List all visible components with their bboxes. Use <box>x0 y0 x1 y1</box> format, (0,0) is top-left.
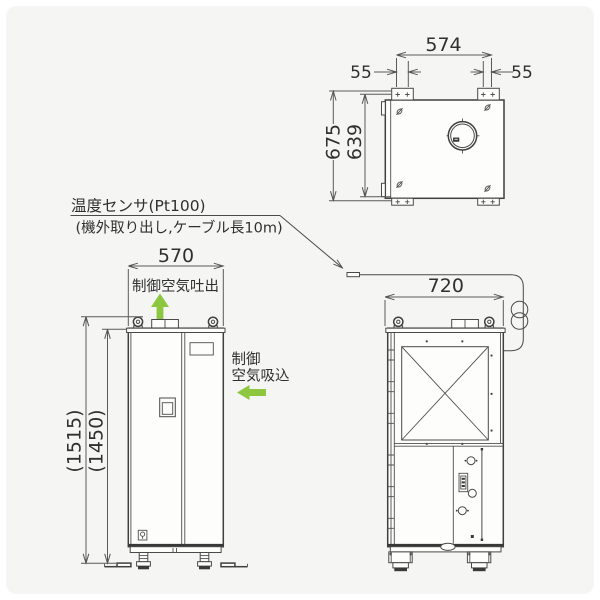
duct-hole-icon <box>446 118 480 154</box>
cable-raceway <box>480 448 484 541</box>
front-view: 570 制御空気吐出 <box>64 245 290 570</box>
dim-574: 574 <box>396 34 492 87</box>
mounting-bracket-icons <box>391 87 500 206</box>
cable-gland-icon <box>440 542 456 551</box>
dim-675: 675 <box>322 91 392 201</box>
top-view-body <box>381 99 505 200</box>
floor-anchor-icons <box>104 562 248 568</box>
nameplate <box>189 342 214 356</box>
dim-720-label: 720 <box>428 275 464 297</box>
bolt-hole-cross-marks <box>395 92 495 204</box>
dim-55-right-label: 55 <box>511 63 533 83</box>
side-body <box>385 316 506 572</box>
side-view: 720 <box>384 275 506 572</box>
sensor-cable-line <box>359 274 524 352</box>
rating-label-plate <box>458 472 469 493</box>
ground-terminal-icon <box>137 529 148 541</box>
air-inlet-arrow-icon <box>237 385 266 400</box>
air-inlet-label-line1: 制御 <box>232 351 261 368</box>
top-view: 574 55 55 675 <box>322 34 533 206</box>
sensor-title: 温度センサ(Pt100) <box>71 197 206 215</box>
piping-connector-icons <box>455 456 478 538</box>
dim-1515: (1515) <box>64 316 143 564</box>
dim-639-label: 639 <box>344 124 366 160</box>
dim-1450: (1450) <box>81 328 127 563</box>
leveling-feet-icons <box>136 552 212 570</box>
sensor-probe-icon <box>346 272 360 278</box>
air-inlet-label-line2: 空気吸込 <box>232 368 290 385</box>
door-handle-icon <box>159 397 176 418</box>
air-outlet-label: 制御空気吐出 <box>132 278 219 295</box>
sensor-subtitle: (機外取り出し,ケーブル長10m) <box>76 219 283 237</box>
front-body <box>104 316 248 570</box>
sensor-leader-line <box>279 215 343 269</box>
dim-720: 720 <box>384 275 503 326</box>
air-outlet-arrow-icon <box>151 293 169 325</box>
dim-570-label: 570 <box>158 245 194 267</box>
dim-55-right: 55 <box>470 61 533 87</box>
dim-1450-label: (1450) <box>86 409 108 472</box>
panel-screw-marks <box>396 103 491 193</box>
temperature-sensor-annotation: 温度センサ(Pt100) (機外取り出し,ケーブル長10m) <box>70 197 529 352</box>
base-frame <box>129 546 222 554</box>
rear-hinge-strip <box>387 332 395 545</box>
dim-574-label: 574 <box>425 34 461 56</box>
dim-1515-label: (1515) <box>64 409 86 472</box>
dim-570: 570 <box>127 245 223 326</box>
dim-55-left-label: 55 <box>350 63 372 83</box>
dim-675-label: 675 <box>322 124 344 160</box>
dim-55-left: 55 <box>350 61 421 87</box>
cable-coil-icon <box>510 300 529 330</box>
intake-grille-panel <box>401 340 493 445</box>
dim-639: 639 <box>344 93 391 196</box>
foot-bracket-icons-side <box>388 551 492 572</box>
